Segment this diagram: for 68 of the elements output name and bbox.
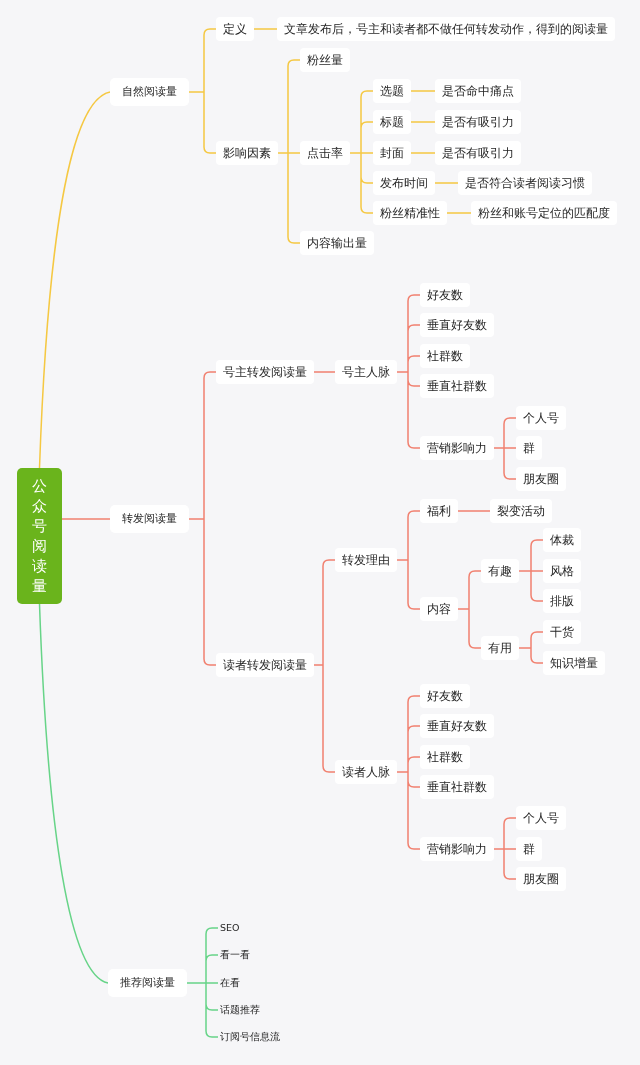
topic-box: 文章发布后，号主和读者都不做任何转发动作，得到的阅读量 (277, 17, 615, 41)
connector-line (410, 121, 436, 123)
topic-box: 营销影响力 (420, 436, 494, 460)
connector-line (457, 510, 491, 512)
connector-line (253, 28, 278, 30)
topic-box: 群 (516, 837, 542, 861)
connector-line (518, 631, 544, 664)
topic-box: 垂直好友数 (420, 714, 494, 738)
connector-line (61, 518, 111, 520)
topic-box: 是否符合读者阅读习惯 (458, 171, 592, 195)
topic-box: 群 (516, 436, 542, 460)
topic-box: 封面 (373, 141, 411, 165)
connector-line (38, 603, 109, 984)
topic-text: 话题推荐 (218, 1001, 262, 1019)
topic-box: 是否有吸引力 (435, 110, 521, 134)
connector-line (313, 371, 336, 373)
topic-box: 读者转发阅读量 (216, 653, 314, 677)
topic-box: 读者人脉 (335, 760, 397, 784)
topic-box: 有趣 (481, 559, 519, 583)
branch-topic-box: 自然阅读量 (110, 78, 189, 106)
topic-box: 裂变活动 (490, 499, 552, 523)
central-topic-box: 公众号阅读量 (17, 468, 62, 604)
connector-line (410, 152, 436, 154)
topic-box: 垂直社群数 (420, 374, 494, 398)
topic-box: 粉丝量 (300, 48, 350, 72)
connector-line (446, 212, 472, 214)
topic-box: 影响因素 (216, 141, 278, 165)
topic-box: 内容 (420, 597, 458, 621)
topic-box: 营销影响力 (420, 837, 494, 861)
topic-box: 垂直社群数 (420, 775, 494, 799)
topic-box: 知识增量 (543, 651, 605, 675)
topic-box: 是否有吸引力 (435, 141, 521, 165)
topic-box: 干货 (543, 620, 581, 644)
topic-box: 个人号 (516, 806, 566, 830)
topic-box: 粉丝和账号定位的匹配度 (471, 201, 617, 225)
branch-topic-box: 推荐阅读量 (108, 969, 187, 997)
topic-box: 转发理由 (335, 548, 397, 572)
topic-text: 在看 (218, 974, 242, 992)
topic-box: 好友数 (420, 283, 470, 307)
topic-box: 福利 (420, 499, 458, 523)
topic-box: 朋友圈 (516, 867, 566, 891)
topic-box: 有用 (481, 636, 519, 660)
topic-box: 社群数 (420, 745, 470, 769)
topic-box: 排版 (543, 589, 581, 613)
topic-text: 订阅号信息流 (218, 1028, 282, 1046)
topic-box: 社群数 (420, 344, 470, 368)
topic-box: 风格 (543, 559, 581, 583)
topic-box: 点击率 (300, 141, 350, 165)
topic-box: 个人号 (516, 406, 566, 430)
topic-box: 选题 (373, 79, 411, 103)
topic-box: 垂直好友数 (420, 313, 494, 337)
connector-line (410, 90, 436, 92)
topic-box: 号主转发阅读量 (216, 360, 314, 384)
topic-box: 号主人脉 (335, 360, 397, 384)
topic-box: 是否命中痛点 (435, 79, 521, 103)
topic-box: 朋友圈 (516, 467, 566, 491)
topic-box: 发布时间 (373, 171, 435, 195)
connector-line (38, 91, 111, 469)
topic-box: 定义 (216, 17, 254, 41)
topic-box: 好友数 (420, 684, 470, 708)
topic-box: 粉丝精准性 (373, 201, 447, 225)
topic-box: 内容输出量 (300, 231, 374, 255)
branch-topic-box: 转发阅读量 (110, 505, 189, 533)
topic-box: 体裁 (543, 528, 581, 552)
topic-text: 看一看 (218, 946, 252, 964)
topic-box: 标题 (373, 110, 411, 134)
connector-line (434, 182, 459, 184)
topic-text: SEO (218, 919, 242, 937)
